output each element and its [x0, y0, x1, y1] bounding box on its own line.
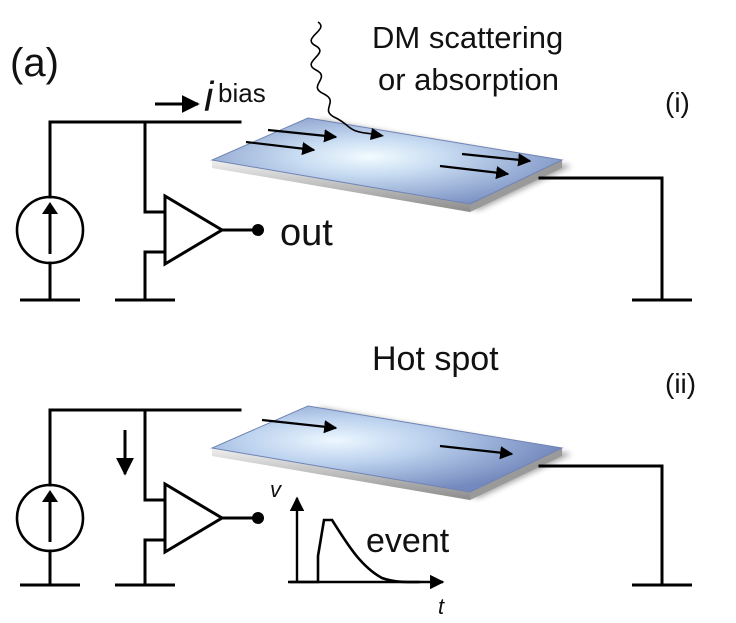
pulse-y-label: v: [270, 477, 283, 502]
panel-ii-label: (ii): [665, 368, 696, 399]
bias-symbol: i: [204, 73, 215, 120]
current-source-icon: [15, 483, 85, 553]
bottom-circuit: Hot spot (ii): [15, 340, 696, 619]
wavy-arrow-icon: [310, 21, 375, 135]
superconducting-strip-hotspot: [210, 405, 572, 500]
amplifier-icon: [163, 481, 225, 555]
panel-label: (a): [10, 41, 59, 85]
output-label: out: [280, 212, 333, 254]
annotation-line1: DM scattering: [372, 20, 563, 55]
amplifier-icon: [163, 193, 225, 267]
pulse-label: event: [366, 522, 450, 560]
hotspot-label: Hot spot: [372, 340, 499, 378]
pulse-trace: [290, 518, 421, 584]
superconducting-strip: [210, 117, 572, 212]
pulse-plot: v t event: [270, 477, 450, 619]
annotation-line2: or absorption: [378, 62, 559, 97]
bias-subscript: bias: [218, 78, 266, 108]
pulse-x-label: t: [438, 594, 445, 619]
top-circuit: out i bias DM scattering or absorption (…: [15, 20, 692, 302]
panel-i-label: (i): [665, 87, 690, 118]
current-source-icon: [15, 195, 85, 265]
